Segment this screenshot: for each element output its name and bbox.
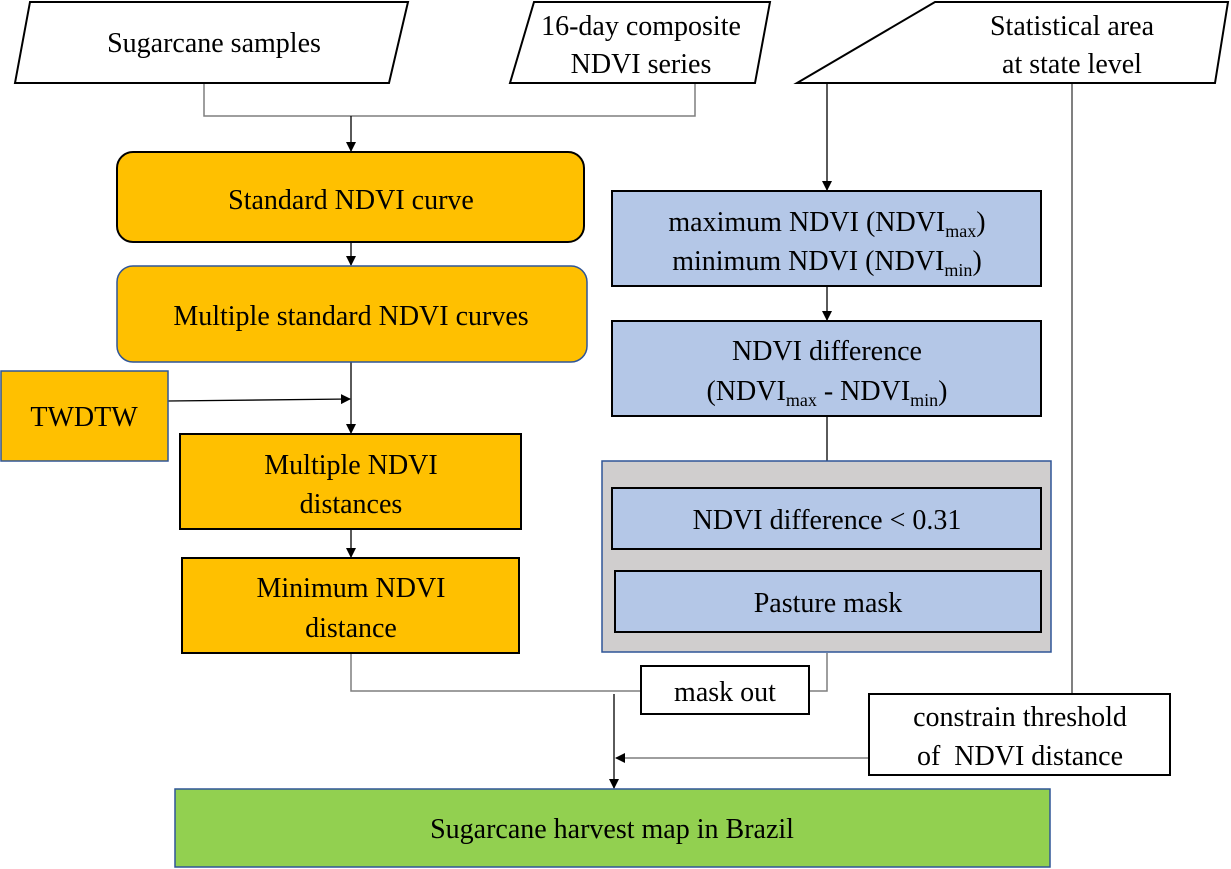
box-ndvi-difference: NDVI difference (NDVImax - NDVImin) bbox=[611, 320, 1042, 417]
box-pasture-mask: Pasture mask bbox=[614, 570, 1042, 633]
input-ndvi-series-line2: NDVI series bbox=[571, 49, 712, 80]
multiple-standard-curves-label: Multiple standard NDVI curves bbox=[173, 301, 528, 332]
twdtw-label: TWDTW bbox=[30, 402, 138, 433]
min-ndvi-label: minimum NDVI (NDVImin) bbox=[672, 246, 982, 280]
input-sugarcane-samples-label: Sugarcane samples bbox=[107, 28, 321, 59]
ndvi-difference-line1: NDVI difference bbox=[732, 336, 922, 367]
connectors bbox=[167, 83, 1073, 789]
box-standard-ndvi-curve: Standard NDVI curve bbox=[116, 151, 585, 243]
constrain-line1: constrain threshold bbox=[913, 702, 1127, 733]
label-mask-out: mask out bbox=[640, 665, 810, 715]
max-ndvi-label: maximum NDVI (NDVImax) bbox=[668, 207, 985, 241]
connector-mask-merge bbox=[809, 653, 828, 692]
box-multiple-standard-curves: Multiple standard NDVI curves bbox=[116, 265, 588, 363]
box-twdtw: TWDTW bbox=[0, 370, 169, 462]
input-statistical-area: Statistical area at state level bbox=[793, 1, 1230, 84]
pasture-mask-label: Pasture mask bbox=[754, 588, 903, 619]
ndvi-difference-line2: (NDVImax - NDVImin) bbox=[707, 376, 948, 410]
constrain-line2: of NDVI distance bbox=[917, 741, 1123, 772]
box-ndvi-threshold: NDVI difference < 0.31 bbox=[611, 487, 1042, 550]
input-ndvi-series-line1: 16-day composite bbox=[541, 11, 741, 42]
box-harvest-map-output: Sugarcane harvest map in Brazil bbox=[174, 788, 1051, 868]
box-multiple-ndvi-distances: Multiple NDVI distances bbox=[179, 433, 522, 530]
multiple-ndvi-distances-line2: distances bbox=[300, 489, 403, 520]
box-max-min-ndvi: maximum NDVI (NDVImax) minimum NDVI (NDV… bbox=[611, 190, 1042, 287]
harvest-map-label: Sugarcane harvest map in Brazil bbox=[430, 814, 794, 845]
minimum-ndvi-distance-line2: distance bbox=[305, 613, 397, 644]
minimum-ndvi-distance-line1: Minimum NDVI bbox=[257, 573, 446, 604]
input-statistical-area-line2: at state level bbox=[1002, 49, 1142, 80]
mask-out-text: mask out bbox=[674, 677, 776, 708]
group-mask-container: NDVI difference < 0.31 Pasture mask bbox=[601, 460, 1052, 653]
multiple-ndvi-distances-line1: Multiple NDVI bbox=[264, 450, 437, 481]
input-sugarcane-samples: Sugarcane samples bbox=[13, 1, 410, 84]
connector-samples-merge bbox=[203, 83, 696, 117]
connector-minimum-merge bbox=[350, 654, 641, 692]
standard-ndvi-curve-label: Standard NDVI curve bbox=[228, 185, 474, 216]
arrow-twdtw bbox=[167, 394, 351, 405]
ndvi-threshold-label: NDVI difference < 0.31 bbox=[693, 505, 962, 536]
label-constrain-threshold: constrain threshold of NDVI distance bbox=[868, 693, 1171, 776]
input-ndvi-series: 16-day composite NDVI series bbox=[508, 1, 772, 84]
box-minimum-ndvi-distance: Minimum NDVI distance bbox=[181, 557, 520, 654]
input-statistical-area-line1: Statistical area bbox=[990, 11, 1155, 42]
